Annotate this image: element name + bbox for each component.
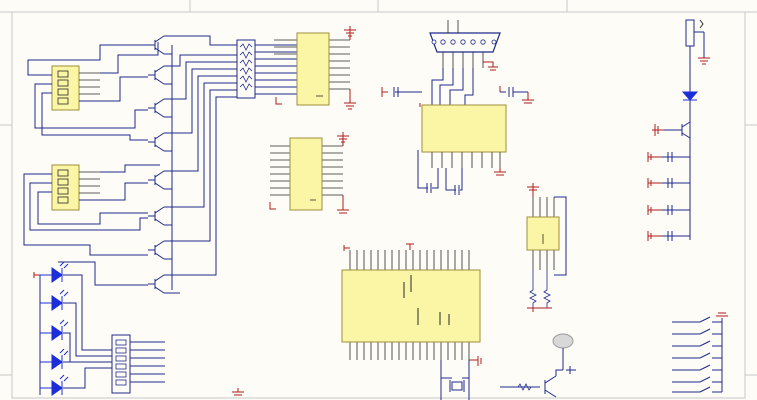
led-3 xyxy=(40,319,69,341)
driver-transistor-5 xyxy=(148,170,165,190)
dip-switch-2 xyxy=(672,328,722,335)
buzzer-driver xyxy=(500,333,576,398)
dip-switch-5 xyxy=(672,364,722,371)
db9-serial-connector xyxy=(429,20,501,71)
display-module-upper xyxy=(51,65,100,111)
driver-transistor-4 xyxy=(148,132,165,152)
driver-transistor-8 xyxy=(148,274,165,294)
pullup-resistors xyxy=(529,270,551,308)
ground-symbol xyxy=(344,26,356,110)
led-5 xyxy=(40,374,69,396)
driver-transistor-2 xyxy=(148,65,165,85)
dip-switch-array xyxy=(672,312,728,393)
resistor-network-upper xyxy=(236,39,297,105)
led-array xyxy=(33,261,112,396)
ground-symbol-bottom xyxy=(232,388,244,396)
driver-transistor-1 xyxy=(148,35,165,55)
dip-switch-3 xyxy=(672,340,722,347)
crystal-oscillator xyxy=(440,360,470,400)
driver-transistor-6 xyxy=(148,206,165,226)
diode-symbol xyxy=(681,91,699,101)
microcontroller-ic xyxy=(341,243,482,400)
dip-switch-7 xyxy=(672,386,722,393)
display-module-lower xyxy=(51,164,100,211)
decoupling-capacitors xyxy=(662,152,690,241)
reset-circuit xyxy=(647,19,710,241)
display-driver-wires xyxy=(23,42,160,286)
driver-transistor-3 xyxy=(148,98,165,118)
shift-register-ic-upper xyxy=(274,26,356,110)
shift-register-ic-lower xyxy=(269,132,349,214)
capacitor-left xyxy=(393,87,399,97)
dip-switch-4 xyxy=(672,352,722,359)
led-2 xyxy=(40,289,69,311)
driver-transistor-7 xyxy=(148,240,165,260)
bus-wires-to-resistors xyxy=(164,35,237,276)
led-1 xyxy=(40,261,69,283)
dip-switch-6 xyxy=(672,376,722,383)
led-4 xyxy=(40,348,69,370)
capacitor-right xyxy=(508,87,528,97)
driver-transistor-column xyxy=(148,35,180,294)
rs232-transceiver-ic xyxy=(381,68,534,195)
resistor-network-lower xyxy=(111,334,165,394)
eeprom-ic xyxy=(526,183,567,312)
dip-switch-1 xyxy=(672,316,722,323)
